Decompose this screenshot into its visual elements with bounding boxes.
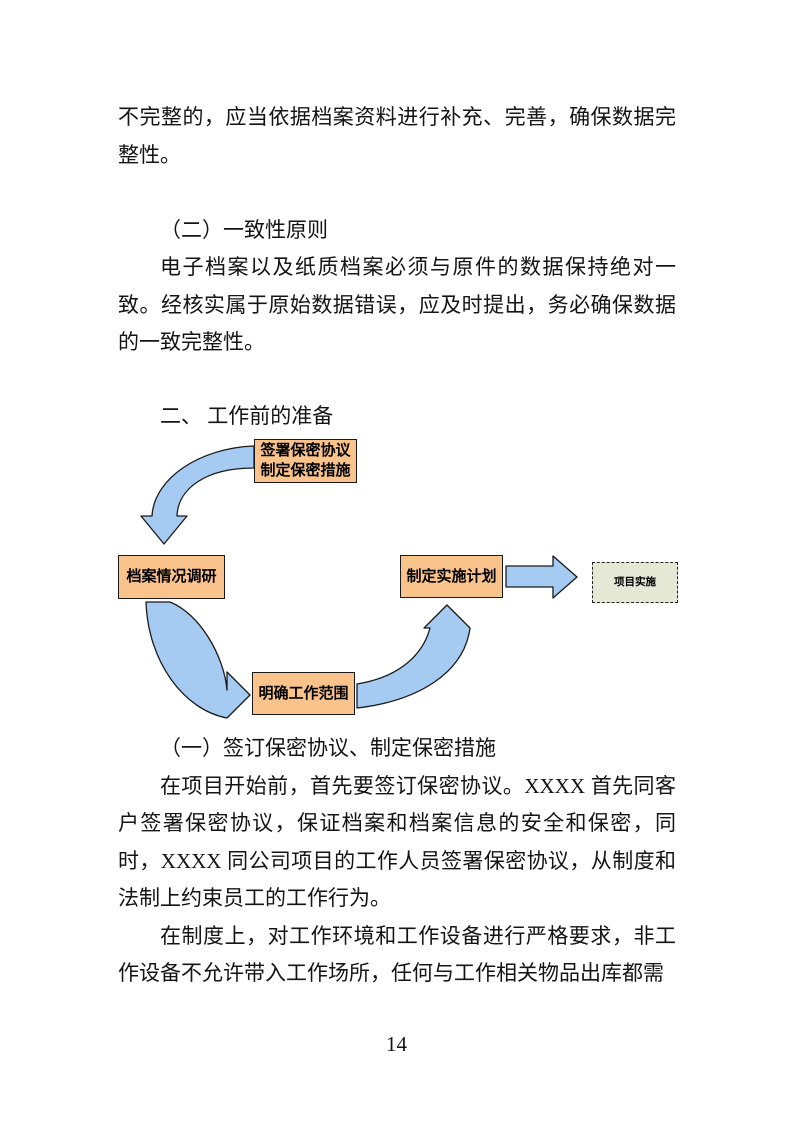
arrow-scope-to-plan	[356, 604, 471, 709]
arrow-sign-to-survey	[140, 445, 255, 545]
node-define-scope: 明确工作范围	[252, 672, 355, 715]
node-make-plan: 制定实施计划	[400, 555, 503, 598]
flowchart-arrows	[140, 445, 578, 719]
text-column: 不完整的，应当依据档案资料进行补充、完善，确保数据完整性。 （二）一致性原则 电…	[118, 0, 678, 993]
page-number: 14	[386, 1032, 407, 1056]
paragraph-overflow: 不完整的，应当依据档案资料进行补充、完善，确保数据完整性。	[118, 105, 676, 167]
arrow-survey-to-scope	[145, 601, 251, 719]
top-margin	[118, 0, 676, 99]
paragraph-rules: 在制度上，对工作环境和工作设备进行严格要求，非工作设备不允许带入工作场所，任何与…	[118, 923, 676, 986]
node-sign-agreement: 签署保密协议 制定保密措施	[254, 439, 357, 483]
section-heading-preparation: 二、 工作前的准备	[160, 403, 334, 428]
paragraph-consistency: 电子档案以及纸质档案必须与原件的数据保持绝对一致。经核实属于原始数据错误，应及时…	[118, 255, 676, 354]
flowchart: 签署保密协议 制定保密措施 档案情况调研 制定实施计划 项目实施 明确工作范围	[0, 435, 793, 727]
node-project-implementation: 项目实施	[592, 562, 678, 603]
arrow-plan-to-implementation	[505, 555, 578, 599]
section-heading-consistency: （二）一致性原则	[160, 217, 328, 242]
node-archive-survey: 档案情况调研	[118, 555, 225, 599]
paragraph-nda: 在项目开始前，首先要签订保密协议。XXXX 首先同客户签署保密协议，保证档案和档…	[118, 773, 676, 911]
section-heading-nda: （一）签订保密协议、制定保密措施	[160, 736, 496, 760]
